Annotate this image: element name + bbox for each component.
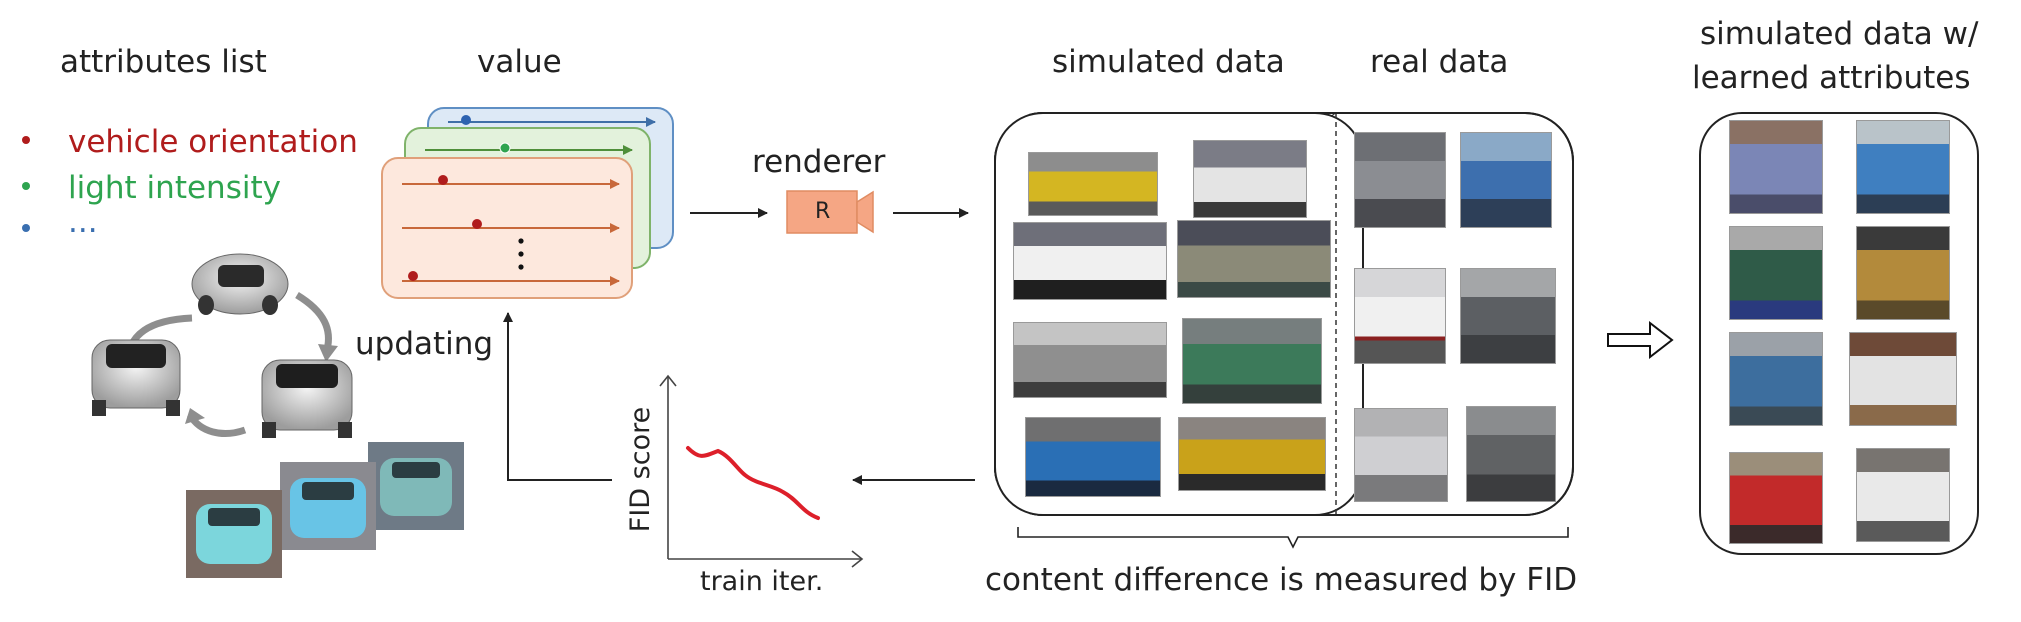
simulated-car-image bbox=[1182, 318, 1322, 404]
learned-car-image bbox=[1729, 120, 1823, 214]
real-car-image bbox=[1460, 132, 1552, 228]
renderer-icon-label: R bbox=[815, 199, 831, 224]
orientation-value-dot bbox=[438, 175, 448, 185]
simulated-car-image bbox=[1013, 222, 1167, 300]
simulated-car-image bbox=[1025, 417, 1161, 497]
simulated-car-image bbox=[1178, 417, 1326, 491]
renderer-camera-icon bbox=[786, 190, 874, 234]
renderer-title: renderer bbox=[752, 144, 886, 180]
learned-car-image bbox=[1729, 452, 1823, 544]
gray-car-left bbox=[91, 339, 181, 416]
attributes-list-title: attributes list bbox=[60, 44, 267, 80]
attribute-label: ... bbox=[68, 204, 98, 240]
value-panels bbox=[381, 107, 674, 299]
real-car-image bbox=[1466, 406, 1556, 502]
fid-curve bbox=[686, 446, 820, 520]
real-car-image bbox=[1354, 132, 1446, 228]
hollow-right-arrow bbox=[1607, 320, 1674, 360]
bullet-icon bbox=[22, 136, 30, 144]
gray-car-right bbox=[261, 359, 353, 438]
fid-plot bbox=[659, 374, 864, 568]
learned-car-image bbox=[1729, 226, 1823, 320]
simulated-car-image bbox=[1013, 322, 1167, 398]
fid-ylabel: FID score bbox=[625, 406, 657, 533]
real-car-image bbox=[1460, 268, 1556, 364]
simulated-title: simulated data bbox=[1052, 44, 1285, 80]
learned-car-image bbox=[1856, 226, 1950, 320]
simulated-car-image bbox=[1193, 140, 1307, 218]
learned-car-image bbox=[1729, 332, 1823, 426]
learned-car-image bbox=[1849, 332, 1957, 426]
attribute-label: light intensity bbox=[68, 170, 281, 206]
learned-title-line2: learned attributes bbox=[1692, 60, 1971, 96]
learned-title-line1: simulated data w/ bbox=[1700, 16, 1979, 52]
learned-panel-frame bbox=[1699, 112, 1979, 555]
real-car-image bbox=[1354, 268, 1446, 364]
simulated-car-image bbox=[1028, 152, 1158, 216]
gray-car-top bbox=[191, 253, 289, 315]
content-caption: content difference is measured by FID bbox=[985, 562, 1578, 598]
real-car-image bbox=[1354, 408, 1448, 502]
arrow-fid-to-updating bbox=[503, 312, 612, 481]
learned-car-image bbox=[1856, 120, 1950, 214]
brace bbox=[1017, 527, 1569, 549]
fid-xlabel: train iter. bbox=[700, 566, 824, 597]
learned-car-image bbox=[1856, 448, 1950, 542]
simulated-car-image bbox=[1177, 220, 1331, 298]
value-title: value bbox=[477, 44, 562, 80]
attribute-label: vehicle orientation bbox=[68, 124, 358, 160]
updating-label: updating bbox=[355, 326, 494, 362]
cyan-car-stack bbox=[186, 442, 464, 578]
bullet-icon bbox=[22, 224, 30, 232]
real-title: real data bbox=[1370, 44, 1509, 80]
bullet-icon bbox=[22, 182, 30, 190]
